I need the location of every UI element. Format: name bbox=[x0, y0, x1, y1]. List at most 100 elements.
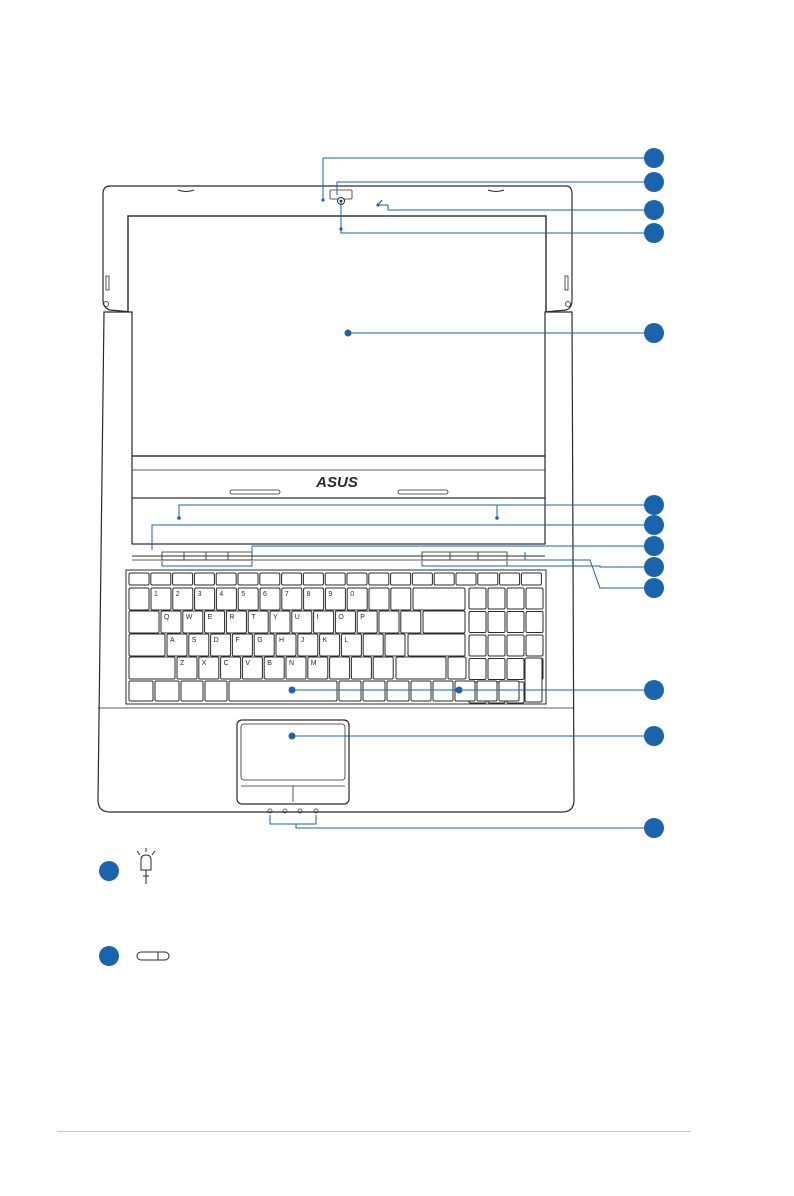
keyboard-key bbox=[313, 610, 335, 634]
legend bbox=[99, 848, 170, 966]
keyboard-key bbox=[407, 633, 466, 657]
keyboard-key bbox=[362, 633, 384, 657]
keyboard-key-label: 9 bbox=[328, 591, 332, 598]
keyboard-key-label: G bbox=[257, 637, 262, 644]
keyboard-key-label: W bbox=[186, 614, 193, 621]
keyboard-key bbox=[193, 572, 215, 586]
keyboard-key-label: 4 bbox=[219, 591, 223, 598]
keyboard-key bbox=[525, 611, 544, 633]
keyboard-key-label: J bbox=[301, 637, 305, 644]
keyboard-key-label: F bbox=[235, 637, 239, 644]
keyboard-key-label: O bbox=[338, 614, 344, 621]
keyboard-key-label: L bbox=[344, 637, 348, 644]
keyboard-key bbox=[525, 634, 544, 657]
keyboard-key bbox=[204, 680, 228, 702]
keyboard-key bbox=[128, 572, 150, 586]
callout-badge bbox=[644, 223, 664, 243]
status-indicators bbox=[267, 808, 319, 814]
keyboard-key bbox=[412, 587, 466, 611]
speaker-bar bbox=[131, 497, 546, 545]
keyboard-key bbox=[176, 656, 198, 680]
keyboard-key bbox=[395, 656, 447, 680]
touchpad bbox=[236, 719, 350, 805]
keyboard-key bbox=[215, 572, 237, 586]
callout-badge bbox=[644, 818, 664, 838]
keyboard-key-label: H bbox=[279, 637, 284, 644]
keyboard-key bbox=[422, 610, 466, 634]
keyboard-key-label: V bbox=[245, 660, 250, 667]
keyboard-key bbox=[302, 572, 324, 586]
footer-rule bbox=[57, 1131, 691, 1132]
keyboard-key-label: B bbox=[267, 660, 272, 667]
keyboard-key bbox=[324, 587, 346, 611]
legend-badge bbox=[99, 861, 119, 881]
keyboard-key bbox=[329, 656, 351, 680]
keyboard-key-label: Z bbox=[180, 660, 185, 667]
keyboard-key bbox=[400, 610, 422, 634]
keyboard-key bbox=[520, 572, 542, 586]
keyboard-key bbox=[362, 680, 386, 702]
keyboard-key bbox=[128, 680, 154, 702]
keyboard-key-label: 0 bbox=[350, 591, 354, 598]
keyboard-key bbox=[487, 611, 506, 633]
keyboard-key bbox=[468, 658, 487, 680]
keyboard-key bbox=[410, 680, 432, 702]
keyboard-key bbox=[194, 587, 216, 611]
keyboard-key bbox=[128, 656, 176, 680]
keyboard-key bbox=[182, 610, 204, 634]
legend-badge bbox=[99, 946, 119, 966]
keyboard-key bbox=[198, 656, 220, 680]
keyboard-key bbox=[368, 572, 390, 586]
keyboard-key bbox=[324, 572, 346, 586]
keyboard-key-label: 7 bbox=[285, 591, 289, 598]
media-buttons-left bbox=[161, 551, 253, 561]
keyboard-key bbox=[307, 656, 329, 680]
keyboard-key bbox=[259, 572, 281, 586]
keyboard-key-label: R bbox=[229, 614, 234, 621]
keyboard-key bbox=[160, 610, 182, 634]
keyboard-key bbox=[384, 633, 406, 657]
keyboard-key-label: N bbox=[289, 660, 294, 667]
keyboard-key-label: T bbox=[251, 614, 256, 621]
keyboard-key bbox=[275, 633, 297, 657]
keyboard-key bbox=[447, 656, 467, 680]
keyboard-key-label: 2 bbox=[176, 591, 180, 598]
keyboard-key bbox=[524, 657, 543, 703]
keyboard-key-label: 8 bbox=[307, 591, 311, 598]
keyboard-key bbox=[150, 572, 172, 586]
keyboard-key bbox=[166, 633, 188, 657]
keyboard-key bbox=[303, 587, 325, 611]
keyboard-key-label: Q bbox=[164, 614, 170, 621]
keyboard-key bbox=[285, 656, 307, 680]
keyboard-key bbox=[477, 572, 499, 586]
keyboard-key bbox=[128, 587, 150, 611]
brand-logo: ASUS bbox=[315, 474, 358, 491]
keyboard-key bbox=[204, 610, 226, 634]
keyboard-key bbox=[487, 634, 506, 657]
callout-badge bbox=[644, 578, 664, 598]
keyboard-key bbox=[356, 610, 378, 634]
keyboard-key bbox=[210, 633, 232, 657]
keyboard-key bbox=[269, 610, 291, 634]
keyboard-key bbox=[468, 611, 487, 633]
keyboard-key-label: I bbox=[317, 614, 319, 621]
keyboard-key bbox=[150, 587, 172, 611]
keyboard-key bbox=[390, 572, 412, 586]
keyboard-key bbox=[281, 587, 303, 611]
keyboard-key bbox=[297, 633, 319, 657]
keyboard-key bbox=[172, 572, 194, 586]
keyboard-key bbox=[487, 658, 506, 680]
keyboard-key bbox=[340, 633, 362, 657]
keyboard-key bbox=[372, 656, 394, 680]
keyboard-key-label: 5 bbox=[241, 591, 245, 598]
callout-badge bbox=[644, 495, 664, 515]
keyboard-key-label: 3 bbox=[198, 591, 202, 598]
keyboard-key-label: D bbox=[214, 637, 219, 644]
callout-badge bbox=[644, 323, 664, 343]
callout-dots bbox=[177, 198, 499, 740]
keyboard-key bbox=[368, 587, 390, 611]
keyboard-key-label: C bbox=[224, 660, 229, 667]
keyboard-key-label: X bbox=[202, 660, 207, 667]
keyboard-key bbox=[334, 610, 356, 634]
